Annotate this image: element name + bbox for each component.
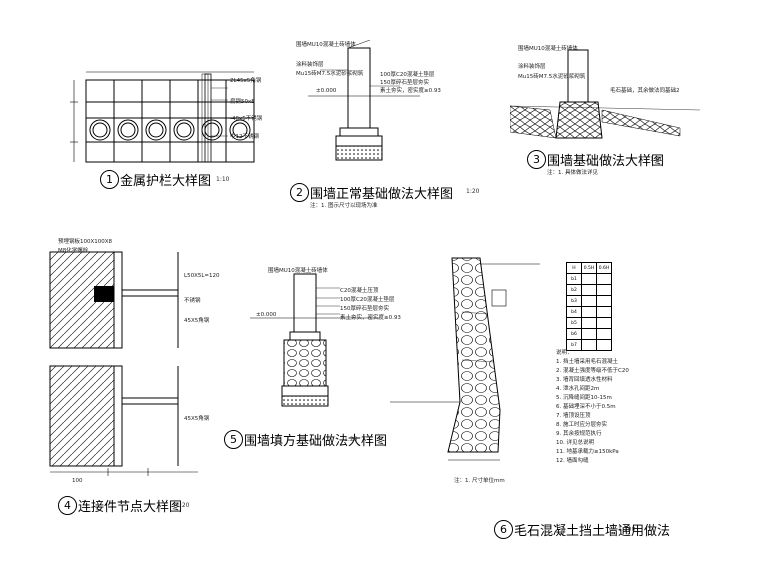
detail-1-number: 1 — [100, 170, 119, 189]
d6-note-line: 1. 挡土墙采用毛石混凝土 — [556, 359, 618, 365]
detail-2-number: 2 — [290, 183, 309, 202]
d6-note-line: 4. 泄水孔间距2m — [556, 386, 600, 392]
d2-right-1: 100厚C20混凝土垫层 — [380, 72, 435, 78]
d6-note-line: 2. 混凝土强度等级不低于C20 — [556, 368, 629, 374]
d2-top-label: 围墙MU10混凝土砖墙体 — [296, 42, 356, 48]
d4-annotation-5: 45X5角钢 — [184, 318, 210, 324]
d2-elevation: ±0.000 — [316, 88, 337, 94]
detail-3-title: 围墙基础做法大样图 — [547, 154, 665, 169]
detail-6-scale: 1:100 — [618, 526, 636, 533]
d3-right-1: 毛石基础，其余做法同基础2 — [610, 88, 680, 94]
d4-annotation-2: M8化学螺栓 — [58, 248, 89, 254]
d4-annotation-4: 不锈钢 — [184, 298, 201, 304]
detail-6-title: 毛石混凝土挡土墙通用做法 — [514, 524, 671, 539]
d6-bottom-note: 注：1. 尺寸单位mm — [454, 478, 505, 484]
d6-note-line: 6. 基础埋深不小于0.5m — [556, 404, 616, 410]
detail-3-number: 3 — [527, 150, 546, 169]
d6-note-line: 9. 其余按规范执行 — [556, 431, 602, 437]
d6-note-line: 12. 墙面勾缝 — [556, 458, 589, 464]
table-cell: b6 — [566, 328, 582, 340]
table-cell: b5 — [566, 317, 582, 329]
d6-note-line: 10. 详见总说明 — [556, 440, 594, 446]
detail-3-drawing — [510, 49, 700, 139]
d5-right-3: 150厚碎石垫层夯实 — [340, 306, 389, 312]
d5-top-label: 围墙MU10混凝土砖墙体 — [268, 268, 328, 274]
d3-left-1: 涂料装饰层 — [518, 64, 546, 70]
d6-note-line: 7. 墙顶设压顶 — [556, 413, 591, 419]
d2-right-3: 素土夯实，密实度≥0.93 — [380, 88, 441, 94]
d4-annotation-1: 预埋钢板100X100X8 — [58, 239, 113, 245]
table-cell: H — [566, 262, 582, 274]
detail-5-drawing — [250, 273, 380, 407]
d2-right-2: 150厚碎石垫层夯实 — [380, 80, 429, 86]
d1-annotation-3: -40x5不锈钢 — [230, 116, 263, 122]
d1-annotation-2: 扁钢50x5 — [230, 99, 255, 105]
d4-annotation-3: L50X5L=120 — [184, 273, 220, 279]
d1-annotation-4: 中12不锈钢 — [230, 134, 259, 140]
detail-4-number: 4 — [58, 496, 77, 515]
d3-left-2: Mu15砖M7.5水泥砂浆砌筑 — [518, 74, 586, 80]
d5-right-4: 素土夯实，密实度≥0.93 — [340, 315, 401, 321]
d3-note: 注：1. 具体做法详见 — [547, 170, 598, 176]
d4-dimension: 100 — [72, 478, 83, 484]
d1-annotation-1: 2L45x5角钢 — [230, 78, 262, 84]
d6-note-line: 11. 地基承载力≥150kPa — [556, 449, 619, 455]
detail-1-title: 金属护栏大样图 — [120, 174, 212, 189]
detail-5-title: 围墙填方基础做法大样图 — [244, 434, 388, 449]
d6-note-line: 8. 施工时应分层夯实 — [556, 422, 607, 428]
detail-3-scale: 1:20 — [650, 156, 664, 163]
table-cell: b2 — [566, 284, 582, 296]
detail-4-drawing — [49, 251, 198, 476]
detail-4-title: 连接件节点大样图 — [78, 500, 183, 515]
d6-note-line: 3. 墙背回填透水性材料 — [556, 377, 613, 383]
detail-2-drawing — [308, 40, 420, 161]
table-cell: 0.6H — [596, 262, 612, 274]
d2-note: 注：1. 图示尺寸以现场为准 — [310, 203, 378, 209]
d6-notes-title: 说明： — [556, 350, 573, 356]
d5-elevation: ±0.000 — [256, 312, 277, 318]
d5-right-2: 100厚C20混凝土垫层 — [340, 297, 395, 303]
table-cell: b1 — [566, 273, 582, 285]
d2-left-1: 涂料装饰层 — [296, 62, 324, 68]
table-cell: b4 — [566, 306, 582, 318]
detail-1-scale: 1:10 — [216, 176, 230, 183]
d3-top-label: 围墙MU10混凝土砖墙体 — [518, 46, 578, 52]
d6-note-line: 5. 沉降缝间距10-15m — [556, 395, 612, 401]
detail-5-scale: 1:20 — [344, 436, 358, 443]
d2-left-2: Mu15砖M7.5水泥砂浆砌筑 — [296, 71, 364, 77]
detail-2-scale: 1:20 — [466, 188, 480, 195]
detail-5-number: 5 — [224, 430, 243, 449]
d4-annotation-6: 45X5角钢 — [184, 416, 210, 422]
d5-right-1: C20混凝土压顶 — [340, 288, 379, 294]
detail-4-scale: 1:20 — [176, 502, 190, 509]
detail-1-drawing — [70, 71, 255, 163]
table-cell: b3 — [566, 295, 582, 307]
detail-2-title: 围墙正常基础做法大样图 — [310, 187, 454, 202]
detail-6-number: 6 — [494, 520, 513, 539]
table-cell: 0.5H — [581, 262, 597, 274]
detail-6-drawing — [390, 257, 540, 461]
